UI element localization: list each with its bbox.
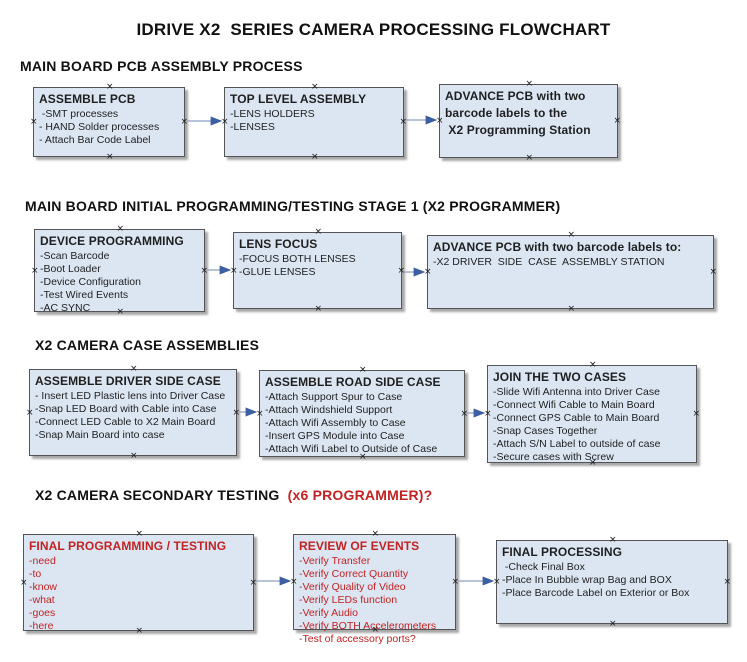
box-item: -Connect LED Cable to X2 Main Board [35, 416, 216, 428]
box-item: -Connect GPS Cable to Main Board [493, 412, 660, 424]
box-assemble-road-side-case: ASSEMBLE ROAD SIDE CASE -Attach Support … [256, 366, 468, 462]
section-header-black-part: X2 CAMERA SECONDARY TESTING [35, 487, 288, 503]
box-item: -Device Configuration [40, 276, 141, 288]
section-header-secondary-testing: X2 CAMERA SECONDARY TESTING (x6 PROGRAMM… [35, 487, 432, 503]
box-final-programming-testing: FINAL PROGRAMMING / TESTING -need-to-kno… [20, 530, 257, 636]
box-top-level-assembly: TOP LEVEL ASSEMBLY -LENS HOLDERS-LENSES … [221, 83, 407, 162]
box-item: -Verify Correct Quantity [299, 568, 409, 580]
box-items: -Slide Wifi Antenna into Driver Case-Con… [493, 386, 692, 464]
box-advance-pcb-driver-side: ADVANCE PCB with two barcode labels to: … [424, 231, 717, 314]
box-title: REVIEW OF EVENTS [299, 539, 420, 553]
section-header-red-part: (x6 PROGRAMMER)? [287, 487, 433, 503]
box-assemble-driver-side-case: ASSEMBLE DRIVER SIDE CASE - Insert LED P… [26, 365, 240, 461]
box-title: LENS FOCUS [239, 237, 318, 251]
box-item: -X2 DRIVER SIDE CASE ASSEMBLY STATION [433, 256, 665, 268]
box-device-programming: DEVICE PROGRAMMING -Scan Barcode-Boot Lo… [31, 225, 208, 317]
box-item: -Test of accessory ports? [299, 633, 416, 645]
box-items: -Attach Support Spur to Case-Attach Wind… [265, 391, 460, 456]
box-items: -Scan Barcode-Boot Loader-Device Configu… [40, 250, 200, 315]
section-header-initial-programming: MAIN BOARD INITIAL PROGRAMMING/TESTING S… [25, 198, 561, 214]
box-item: -Attach Wifi Label to Outside of Case [265, 443, 438, 455]
box-items: -LENS HOLDERS-LENSES [230, 108, 399, 134]
box-items: -need-to-know-what-goes-here [29, 555, 249, 633]
box-item: -to [29, 568, 42, 580]
box-items: -X2 DRIVER SIDE CASE ASSEMBLY STATION [433, 256, 709, 269]
box-review-of-events: REVIEW OF EVENTS -Verify Transfer-Verify… [290, 530, 459, 646]
box-item: -SMT processes [39, 108, 119, 120]
box-item: - Insert LED Plastic lens into Driver Ca… [35, 390, 226, 402]
box-title: ASSEMBLE PCB [39, 92, 136, 106]
box-title: ASSEMBLE DRIVER SIDE CASE [35, 374, 221, 388]
box-item: -Snap Main Board into case [35, 429, 165, 441]
box-item: -Insert GPS Module into Case [265, 430, 405, 442]
box-item: -Verify Audio [299, 607, 358, 619]
box-item: -Check Final Box [502, 561, 585, 573]
box-join-the-two-cases: JOIN THE TWO CASES -Slide Wifi Antenna i… [484, 361, 700, 468]
box-item: -Secure cases with Screw [493, 451, 614, 463]
box-title: ADVANCE PCB with two barcode labels to t… [445, 89, 591, 137]
box-items: - Insert LED Plastic lens into Driver Ca… [35, 390, 232, 442]
box-item: -Test Wired Events [40, 289, 129, 301]
section-header-case-assemblies: X2 CAMERA CASE ASSEMBLIES [35, 337, 260, 353]
box-item: -Verify Transfer [299, 555, 371, 567]
box-title: DEVICE PROGRAMMING [40, 234, 184, 248]
box-item: -Attach S/N Label to outside of case [493, 438, 661, 450]
box-title: FINAL PROGRAMMING / TESTING [29, 539, 227, 553]
box-items: -Check Final Box-Place In Bubble wrap Ba… [502, 561, 723, 600]
box-item: -Attach Wifi Assembly to Case [265, 417, 406, 429]
box-items: -FOCUS BOTH LENSES-GLUE LENSES [239, 253, 397, 279]
box-title: ASSEMBLE ROAD SIDE CASE [265, 375, 441, 389]
box-title: TOP LEVEL ASSEMBLY [230, 92, 367, 106]
box-item: -FOCUS BOTH LENSES [239, 253, 356, 265]
box-title: JOIN THE TWO CASES [493, 370, 627, 384]
box-item: -Verify LEDs function [299, 594, 398, 606]
box-item: -Attach Support Spur to Case [265, 391, 403, 403]
box-item: -Connect Wifi Cable to Main Board [493, 399, 655, 411]
box-item: -know [29, 581, 58, 593]
box-item: -AC SYNC [40, 302, 91, 314]
box-advance-pcb-programming-station: ADVANCE PCB with two barcode labels to t… [436, 80, 621, 163]
box-item: -Attach Windshield Support [265, 404, 393, 416]
box-items: -SMT processes- HAND Solder processes- A… [39, 108, 180, 147]
box-item: -Boot Loader [40, 263, 101, 275]
box-item: -LENSES [230, 121, 275, 133]
box-item: -Snap Cases Together [493, 425, 598, 437]
box-item: -need [29, 555, 56, 567]
box-item: -goes [29, 607, 56, 619]
box-assemble-pcb: ASSEMBLE PCB -SMT processes- HAND Solder… [30, 83, 188, 162]
box-item: -Slide Wifi Antenna into Driver Case [493, 386, 660, 398]
box-items: -Verify Transfer-Verify Correct Quantity… [299, 555, 451, 646]
box-item: -GLUE LENSES [239, 266, 316, 278]
box-item: -Verify Quality of Video [299, 581, 406, 593]
box-item: -Snap LED Board with Cable into Case [35, 403, 217, 415]
box-lens-focus: LENS FOCUS -FOCUS BOTH LENSES-GLUE LENSE… [230, 228, 405, 314]
box-item: -here [29, 620, 54, 632]
box-final-processing: FINAL PROCESSING -Check Final Box-Place … [493, 536, 731, 629]
box-item: - HAND Solder processes [39, 121, 160, 133]
box-title: ADVANCE PCB with two barcode labels to: [433, 240, 682, 254]
section-header-pcb-assembly: MAIN BOARD PCB ASSEMBLY PROCESS [20, 58, 303, 74]
box-item: -Place Barcode Label on Exterior or Box [502, 587, 690, 599]
box-item: -Scan Barcode [40, 250, 110, 262]
box-item: -what [29, 594, 55, 606]
box-item: -LENS HOLDERS [230, 108, 315, 120]
box-item: -Place In Bubble wrap Bag and BOX [502, 574, 672, 586]
flowchart-title: IDRIVE X2 SERIES CAMERA PROCESSING FLOWC… [136, 20, 611, 39]
box-title: FINAL PROCESSING [502, 545, 623, 559]
box-item: - Attach Bar Code Label [39, 134, 151, 146]
box-item: -Verify BOTH Accelerometers [299, 620, 437, 632]
